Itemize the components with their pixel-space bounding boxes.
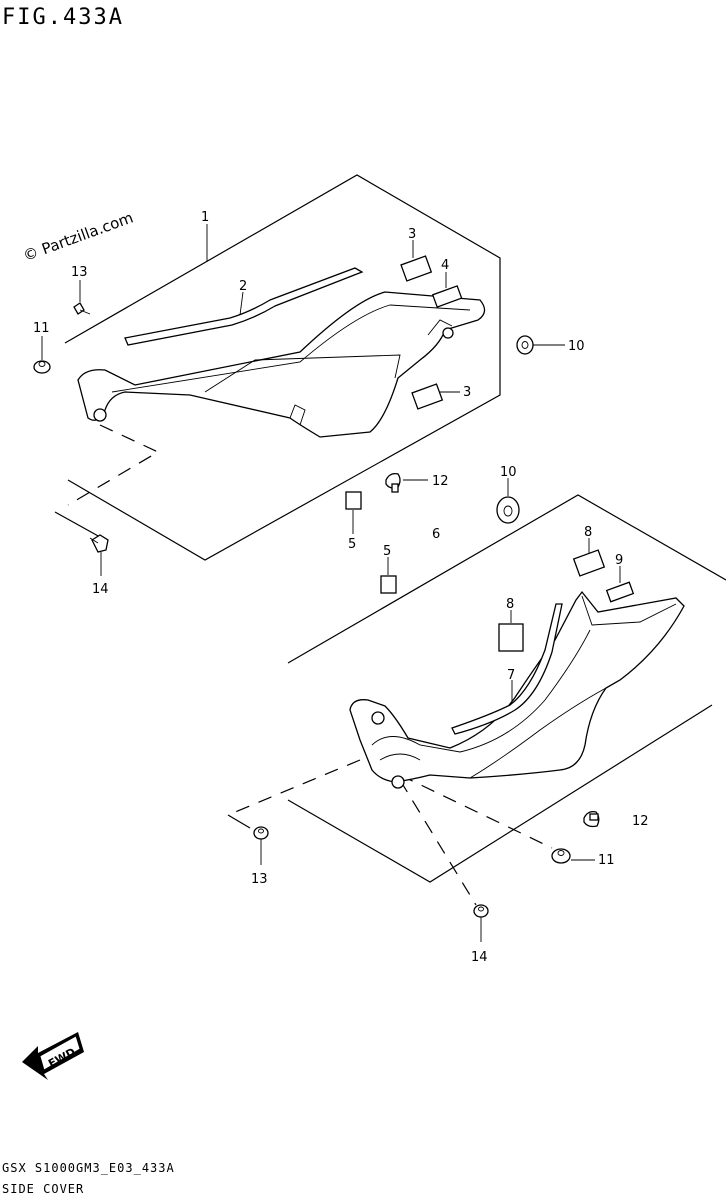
trim-strip-part	[124, 267, 364, 346]
sticker-9	[605, 581, 635, 603]
left-side-cover-part	[77, 291, 486, 438]
callout-14-lower: 14	[471, 950, 488, 965]
callout-5-lower: 5	[383, 544, 391, 559]
callout-6: 6	[432, 527, 440, 542]
callout-10-lower: 10	[500, 465, 517, 480]
figure-title: FIG.433A	[2, 5, 124, 30]
bolt-13-upper	[73, 302, 91, 315]
lower-assembly	[227, 494, 726, 942]
middle-parts	[345, 472, 520, 594]
sticker-5-lower	[380, 575, 397, 594]
watermark: © Partzilla.com	[21, 208, 136, 265]
sticker-5-upper	[345, 491, 362, 510]
trim-strip-7	[451, 603, 563, 735]
callout-5-upper: 5	[348, 537, 356, 552]
sticker-3-lower	[411, 383, 444, 410]
sticker-4	[431, 285, 463, 308]
sticker-8-right	[572, 549, 606, 577]
bolt-12-upper	[385, 472, 401, 493]
nut-14-lower	[473, 904, 489, 918]
callout-9: 9	[615, 553, 623, 568]
lower-dashed-to-14	[399, 779, 477, 906]
section-name: SIDE COVER	[2, 1182, 84, 1196]
lower-frame-left-edge	[227, 814, 251, 829]
sticker-3-upper	[400, 255, 433, 282]
callout-12-upper: 12	[432, 474, 449, 489]
upper-frame-outline	[64, 174, 501, 561]
callout-13-upper: 13	[71, 265, 88, 280]
drawing-code: GSX S1000GM3_E03_433A	[2, 1161, 175, 1175]
upper-assembly	[33, 174, 565, 576]
callout-3-upper: 3	[408, 227, 416, 242]
callout-7: 7	[507, 668, 515, 683]
nut-11-upper	[33, 360, 51, 374]
lower-frame-outline	[287, 494, 726, 664]
callout-12-lower: 12	[632, 814, 649, 829]
lower-frame-bottom	[287, 704, 713, 883]
upper-frame-dashed-link	[67, 424, 160, 506]
lower-dashed-to-11	[399, 774, 553, 849]
screw-14-upper	[89, 534, 109, 553]
fwd-arrow-icon: FWD	[22, 1032, 84, 1080]
callout-8-left: 8	[506, 597, 514, 612]
callout-11-upper: 11	[33, 321, 50, 336]
callout-14-upper: 14	[92, 582, 109, 597]
callout-8-right: 8	[584, 525, 592, 540]
callout-1: 1	[201, 210, 209, 225]
nut-11-lower	[551, 848, 571, 864]
callout-labels: 1 2 3 3 4 5 5 6 7 8 8 9 10 10 11 11 12 1…	[33, 210, 649, 965]
grommet-10-upper	[516, 335, 534, 355]
bolt-12-lower	[583, 810, 600, 828]
callout-2: 2	[239, 279, 247, 294]
nut-13-lower	[253, 826, 269, 840]
watermark-text: © Partzilla.com	[21, 208, 136, 265]
callout-3-lower: 3	[463, 385, 471, 400]
sticker-8-left	[498, 623, 524, 652]
upper-frame-lower-edge	[54, 511, 101, 538]
leader-2	[239, 291, 244, 316]
callout-13-lower: 13	[251, 872, 268, 887]
right-side-cover-part	[349, 590, 685, 789]
callout-10-upper: 10	[568, 339, 585, 354]
grommet-10-lower	[496, 496, 520, 524]
callout-4: 4	[441, 258, 449, 273]
lower-frame-dashed-left	[227, 759, 361, 816]
callout-11-lower: 11	[598, 853, 615, 868]
